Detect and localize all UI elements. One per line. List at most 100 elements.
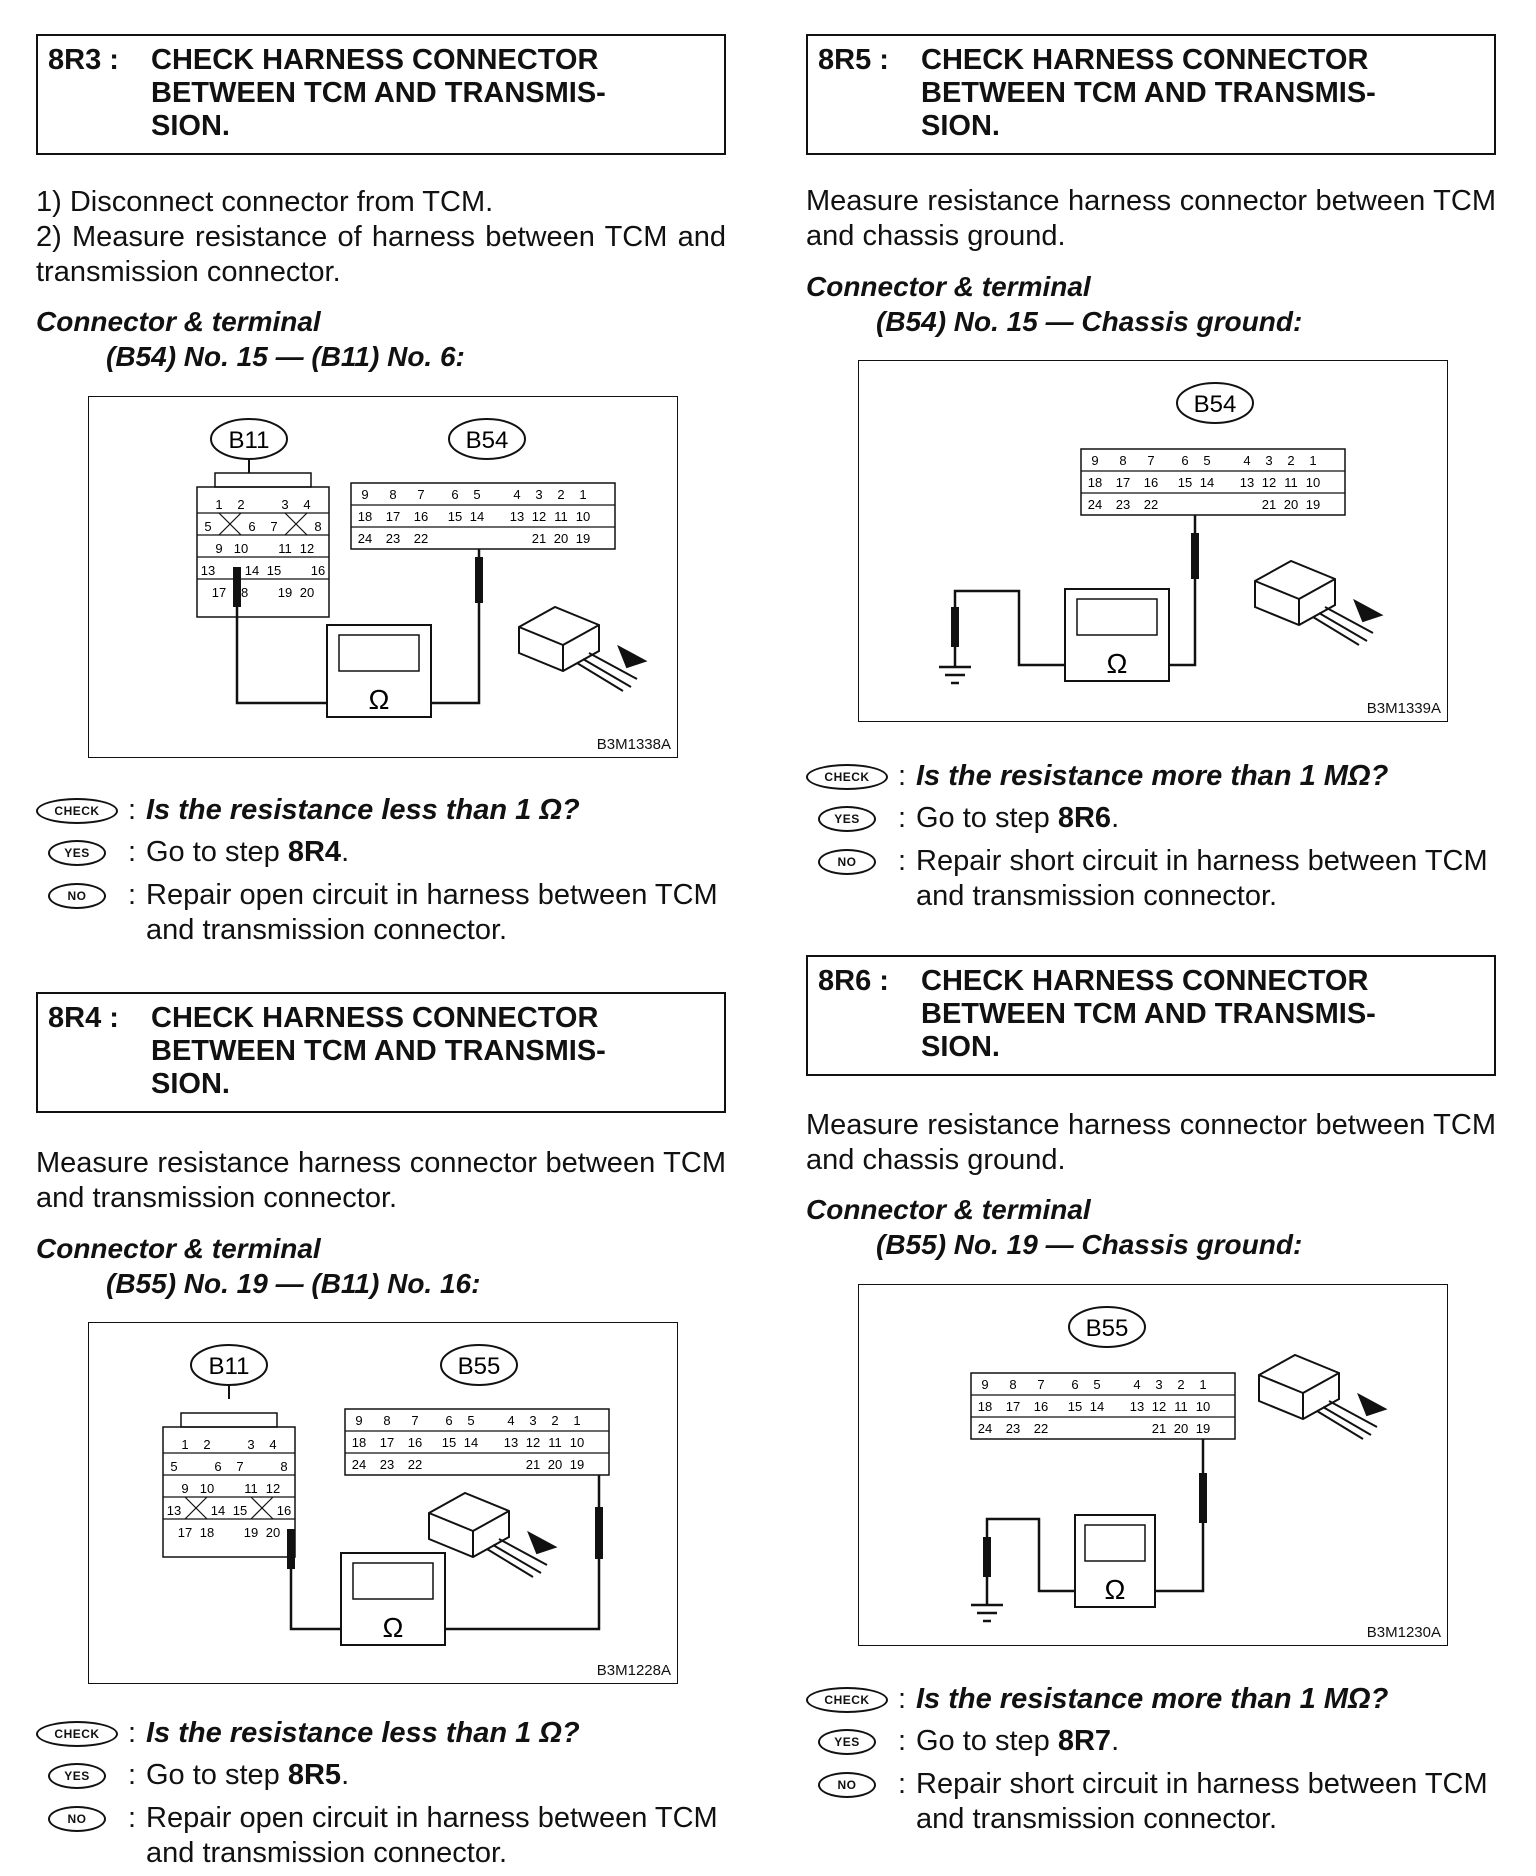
svg-text:19: 19	[278, 585, 292, 600]
svg-text:23: 23	[380, 1457, 394, 1472]
svg-text:1: 1	[181, 1437, 188, 1452]
connector-label-b: B55	[1086, 1315, 1129, 1342]
svg-text:2: 2	[557, 487, 564, 502]
svg-text:14: 14	[245, 563, 259, 578]
no-row: NO : Repair open circuit in harness betw…	[36, 878, 726, 948]
instruction-line: 2) Measure resistance of harness between…	[36, 221, 726, 288]
svg-text:20: 20	[554, 531, 568, 546]
svg-text:11: 11	[244, 1481, 258, 1496]
svg-text:17: 17	[380, 1435, 394, 1450]
svg-text:23: 23	[1006, 1421, 1020, 1436]
svg-text:5: 5	[1093, 1377, 1100, 1392]
ohmmeter: Ω	[1064, 588, 1170, 682]
colon: :	[897, 845, 907, 877]
svg-text:21: 21	[1152, 1421, 1166, 1436]
svg-text:15: 15	[1178, 475, 1192, 490]
svg-text:21: 21	[526, 1457, 540, 1472]
figure-code: B3M1230A	[1366, 1624, 1441, 1641]
check-row: CHECK : Is the resistance more than 1 MΩ…	[806, 1682, 1496, 1717]
connector-terminal-heading: Connector & terminal	[806, 1194, 1091, 1225]
yes-badge: YES	[48, 1763, 106, 1789]
svg-text:13: 13	[1130, 1399, 1144, 1414]
connector-label-b: B54	[466, 427, 509, 454]
connector-label-b: B55	[458, 1353, 501, 1380]
svg-text:18: 18	[1088, 475, 1102, 490]
check-question: Is the resistance more than 1 MΩ?	[916, 1683, 1389, 1715]
colon: :	[897, 1725, 907, 1757]
no-badge: NO	[818, 1772, 876, 1798]
svg-text:11: 11	[1174, 1399, 1188, 1414]
yes-action: Go to step 8R4.	[146, 836, 350, 868]
svg-text:9: 9	[1091, 453, 1098, 468]
svg-text:11: 11	[1284, 475, 1298, 490]
svg-text:15: 15	[267, 563, 281, 578]
connector-label-oval	[1176, 382, 1254, 424]
svg-text:9: 9	[215, 541, 222, 556]
colon: :	[127, 879, 137, 911]
step-instructions-8r3: 1) Disconnect connector from TCM. 2) Mea…	[36, 185, 726, 290]
svg-text:21: 21	[1262, 497, 1276, 512]
step-header-8r4: 8R4 : CHECK HARNESS CONNECTOR BETWEEN TC…	[36, 992, 726, 1113]
instruction-line: Measure resistance harness connector bet…	[36, 1147, 726, 1214]
svg-text:6: 6	[1181, 453, 1188, 468]
colon: :	[897, 760, 907, 792]
no-action: Repair short circuit in harness between …	[916, 845, 1488, 912]
svg-text:17: 17	[386, 509, 400, 524]
svg-text:1: 1	[573, 1413, 580, 1428]
connector-terminal-value: (B55) No. 19 — Chassis ground:	[876, 1229, 1303, 1260]
svg-text:22: 22	[408, 1457, 422, 1472]
no-badge: NO	[818, 849, 876, 875]
svg-text:6: 6	[214, 1459, 221, 1474]
svg-text:20: 20	[548, 1457, 562, 1472]
svg-text:2: 2	[1287, 453, 1294, 468]
step-instructions-8r4: Measure resistance harness connector bet…	[36, 1146, 726, 1216]
svg-text:13: 13	[510, 509, 524, 524]
svg-text:11: 11	[554, 509, 568, 524]
colon: :	[897, 1768, 907, 1800]
svg-text:10: 10	[576, 509, 590, 524]
step-title: CHECK HARNESS CONNECTOR BETWEEN TCM AND …	[921, 44, 1376, 142]
svg-text:3: 3	[281, 497, 288, 512]
svg-text:18: 18	[200, 1525, 214, 1540]
svg-text:16: 16	[1034, 1399, 1048, 1414]
next-step-ref: 8R6	[1057, 802, 1112, 834]
svg-text:13: 13	[1240, 475, 1254, 490]
svg-text:10: 10	[1306, 475, 1320, 490]
svg-text:22: 22	[1034, 1421, 1048, 1436]
svg-text:19: 19	[244, 1525, 258, 1540]
svg-text:13: 13	[504, 1435, 518, 1450]
colon: :	[127, 1717, 137, 1749]
figure-code: B3M1339A	[1366, 700, 1441, 717]
svg-text:2: 2	[237, 497, 244, 512]
check-row: CHECK : Is the resistance less than 1 Ω?	[36, 1716, 726, 1751]
svg-text:20: 20	[1174, 1421, 1188, 1436]
svg-text:8: 8	[389, 487, 396, 502]
yes-badge: YES	[48, 840, 106, 866]
no-row: NO : Repair short circuit in harness bet…	[806, 1767, 1496, 1837]
instruction-line: Measure resistance harness connector bet…	[806, 1109, 1496, 1176]
svg-text:10: 10	[1196, 1399, 1210, 1414]
yes-action: Go to step 8R6.	[916, 802, 1120, 834]
svg-text:18: 18	[358, 509, 372, 524]
yes-row: YES : Go to step 8R6.	[806, 801, 1496, 836]
svg-text:2: 2	[1177, 1377, 1184, 1392]
harness-connector-icon	[428, 1491, 558, 1578]
svg-text:1: 1	[579, 487, 586, 502]
svg-text:21: 21	[532, 531, 546, 546]
svg-text:17: 17	[212, 585, 226, 600]
svg-text:16: 16	[414, 509, 428, 524]
connector-terminal-value: (B54) No. 15 — (B11) No. 6:	[106, 341, 465, 372]
svg-text:12: 12	[532, 509, 546, 524]
check-badge: CHECK	[806, 1687, 888, 1713]
svg-text:2: 2	[203, 1437, 210, 1452]
check-question: Is the resistance less than 1 Ω?	[146, 794, 580, 826]
